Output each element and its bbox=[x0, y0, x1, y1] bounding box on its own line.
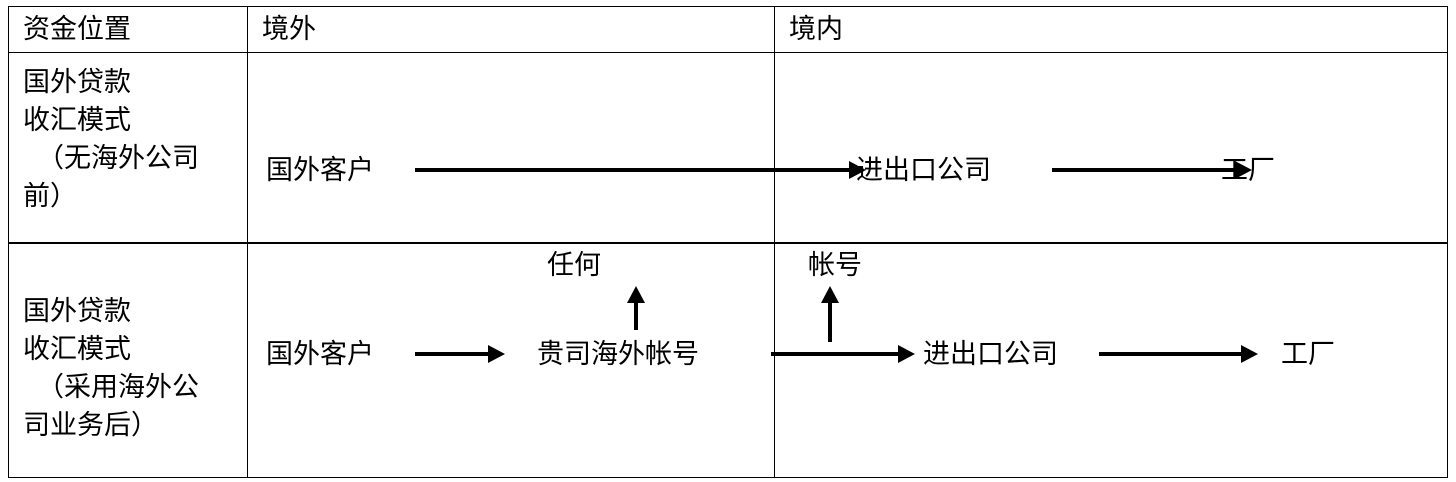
arrow-shaft bbox=[415, 352, 488, 356]
row-2-arrow-up-to-account bbox=[821, 286, 839, 342]
row-2-node-account: 帐号 bbox=[808, 250, 862, 280]
row-1-onshore-cell: 进出口公司 工厂 bbox=[774, 52, 1448, 244]
arrow-head-right-icon bbox=[1235, 161, 1252, 179]
arrow-shaft bbox=[634, 298, 638, 330]
arrow-head-right-icon bbox=[898, 345, 915, 363]
arrow-shaft bbox=[771, 352, 898, 356]
row-1-offshore-cell: 国外客户 bbox=[247, 52, 866, 244]
arrow-shaft bbox=[415, 168, 849, 172]
arrow-shaft bbox=[828, 298, 832, 342]
row-1-label-cell: 国外贷款 收汇模式 （无海外公司 前） bbox=[8, 52, 248, 244]
table-header-row: 资金位置 境外 境内 bbox=[8, 6, 1448, 53]
table-row: 国外贷款 收汇模式 （采用海外公 司业务后） 国外客户 贵司海外帐号 bbox=[8, 242, 1448, 478]
row-2-label-cell: 国外贷款 收汇模式 （采用海外公 司业务后） bbox=[8, 242, 248, 478]
header-cell-onshore: 境内 bbox=[774, 6, 1448, 53]
row-1-stage-label: 国外贷款 收汇模式 （无海外公司 前） bbox=[9, 53, 247, 215]
arrow-head-right-icon bbox=[488, 345, 505, 363]
row-1-label-line-4: 前） bbox=[23, 181, 77, 211]
row-2-label-line-2: 收汇模式 bbox=[23, 334, 131, 364]
row-2-arrow-account-to-import-export bbox=[771, 345, 915, 363]
arrow-head-up-icon bbox=[627, 286, 645, 303]
arrow-head-up-icon bbox=[821, 286, 839, 303]
header-label-onshore: 境内 bbox=[789, 14, 843, 44]
row-2-label-line-3: （采用海外公 bbox=[37, 372, 199, 402]
row-2-node-offshore-account: 贵司海外帐号 bbox=[537, 339, 699, 369]
row-2-arrow-import-export-to-factory bbox=[1099, 345, 1258, 363]
row-2-node-factory: 工厂 bbox=[1281, 339, 1335, 369]
row-2-node-any-source: 任何 bbox=[547, 250, 601, 280]
row-2-offshore-cell: 国外客户 贵司海外帐号 任何 bbox=[247, 242, 775, 478]
row-1-node-foreign-customer: 国外客户 bbox=[266, 155, 374, 185]
arrow-shaft bbox=[1099, 352, 1241, 356]
fund-position-flow-table: 资金位置 境外 境内 国外贷款 收汇模式 （无海外公司 前） bbox=[8, 6, 1448, 478]
row-2-stage-label: 国外贷款 收汇模式 （采用海外公 司业务后） bbox=[9, 244, 247, 444]
row-2-label-line-1: 国外贷款 bbox=[23, 296, 131, 326]
row-1-node-factory: 工厂 bbox=[1221, 155, 1275, 185]
row-1-node-import-export-company: 进出口公司 bbox=[856, 155, 991, 185]
header-cell-fund-position: 资金位置 bbox=[8, 6, 248, 53]
header-label-offshore: 境外 bbox=[262, 14, 316, 44]
row-2-node-foreign-customer: 国外客户 bbox=[266, 339, 374, 369]
header-label-fund-position: 资金位置 bbox=[23, 14, 131, 44]
arrow-head-right-icon bbox=[1241, 345, 1258, 363]
row-2-arrow-foreign-customer-to-offshore-account bbox=[415, 345, 505, 363]
row-2-label-line-4: 司业务后） bbox=[23, 410, 158, 440]
row-1-arrow-import-export-to-factory bbox=[1052, 161, 1252, 179]
row-1-label-line-1: 国外贷款 bbox=[23, 67, 131, 97]
header-cell-offshore: 境外 bbox=[247, 6, 775, 53]
row-2-node-import-export-company: 进出口公司 bbox=[923, 339, 1058, 369]
row-1-label-line-2: 收汇模式 bbox=[23, 105, 131, 135]
row-2-onshore-cell: 帐号 进出口公司 工厂 bbox=[771, 242, 1448, 478]
arrow-shaft bbox=[1052, 168, 1235, 172]
table-row: 国外贷款 收汇模式 （无海外公司 前） 国外客户 进出口公司 bbox=[8, 52, 1448, 244]
row-2-arrow-up-to-any-source bbox=[627, 286, 645, 330]
row-1-label-line-3: （无海外公司 bbox=[37, 143, 199, 173]
